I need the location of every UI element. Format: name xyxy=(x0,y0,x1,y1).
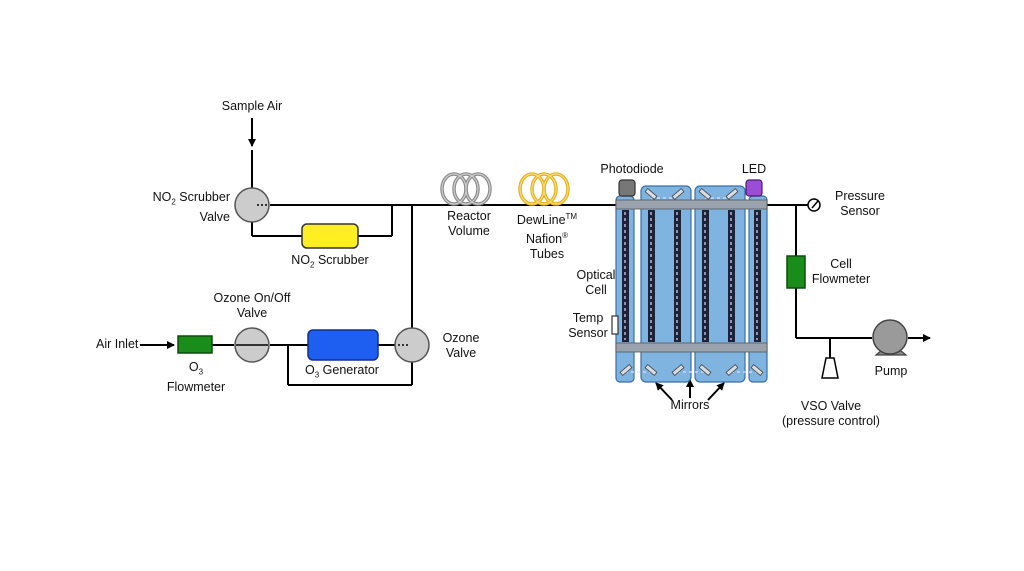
pump-label: Pump xyxy=(874,364,908,378)
pressure-sensor-label-line2: Sensor xyxy=(840,204,880,218)
pressure-sensor-label-line1: Pressure xyxy=(834,189,886,203)
vso-valve-label-line2: (pressure control) xyxy=(782,414,880,428)
dewline-label: DewLine xyxy=(516,213,566,228)
ozone-onoff-valve-label: Ozone On/Off Valve xyxy=(206,291,298,321)
no2-scrubber-valve-label-pre: NO xyxy=(152,190,172,204)
led xyxy=(745,179,763,197)
o3-flowmeter xyxy=(177,335,213,354)
ozone-valve-label-line1: Ozone xyxy=(442,331,480,345)
temp-sensor xyxy=(611,315,619,335)
sample-air-label: Sample Air xyxy=(221,99,283,113)
temp-sensor-label: Temp Sensor xyxy=(560,311,616,341)
nafion-tubes-label: DewLineTM Nafion® Tubes xyxy=(508,209,586,262)
no2-scrubber-valve-label-line2: Valve xyxy=(199,209,230,224)
no2-scrubber-label: NO2 Scrubber xyxy=(280,253,380,273)
no2-scrubber-label-post: Scrubber xyxy=(314,253,369,267)
no2-scrubber-label-pre: NO xyxy=(291,253,311,267)
o3-flowmeter-label: O3 Flowmeter xyxy=(158,360,234,395)
o3-generator xyxy=(307,329,379,361)
cell-flowmeter-label-line1: Cell xyxy=(830,257,852,271)
flow-lines xyxy=(140,118,931,401)
photodiode-label: Photodiode xyxy=(600,162,664,176)
optical-cell-label-line1: Optical xyxy=(576,268,616,282)
reactor-volume-label: Reactor Volume xyxy=(434,209,504,239)
o3-generator-label-pre: O xyxy=(305,363,315,377)
o3-flowmeter-label-pre: O xyxy=(188,360,199,374)
o3-generator-label-sub: 3 xyxy=(314,370,320,380)
no2-scrubber-label-sub: 2 xyxy=(310,260,315,270)
temp-sensor-label-line1: Temp xyxy=(572,311,604,325)
reactor-volume-coil xyxy=(440,172,492,206)
temp-sensor-label-line2: Sensor xyxy=(568,326,608,340)
vso-valve-label-line1: VSO Valve xyxy=(800,399,862,413)
mirrors-label: Mirrors xyxy=(670,398,710,412)
dewline-label-sup: TM xyxy=(565,212,578,221)
tubes-label: Tubes xyxy=(529,247,565,262)
reactor-volume-label-line2: Volume xyxy=(448,224,490,238)
cell-flowmeter xyxy=(786,255,806,289)
no2-scrubber-valve-label: NO2 Scrubber Valve xyxy=(130,190,230,225)
ozone-valve xyxy=(394,327,430,363)
nafion-label: Nafion xyxy=(525,232,563,247)
ozone-valve-label-line2: Valve xyxy=(445,346,477,360)
o3-generator-label-post: Generator xyxy=(319,363,379,377)
no2-scrubber-valve-label-sub: 2 xyxy=(171,197,176,207)
o3-flowmeter-label-line2: Flowmeter xyxy=(166,379,226,394)
vso-valve-label: VSO Valve (pressure control) xyxy=(772,399,890,429)
ozone-onoff-valve-label-line2: Valve xyxy=(236,306,268,320)
nafion-tubes-coil xyxy=(518,172,570,206)
vso-valve xyxy=(821,357,839,379)
photodiode xyxy=(618,179,636,197)
pressure-sensor-label: Pressure Sensor xyxy=(826,189,894,219)
optical-cell-label-line2: Cell xyxy=(585,283,607,297)
o3-flowmeter-label-sub: 3 xyxy=(198,367,204,377)
led-label: LED xyxy=(741,162,767,176)
optical-cell-label: Optical Cell xyxy=(568,268,624,298)
ozone-onoff-valve-label-line1: Ozone On/Off xyxy=(213,291,291,305)
optical-cell xyxy=(615,185,768,383)
reactor-volume-label-line1: Reactor xyxy=(447,209,491,223)
o3-generator-label: O3 Generator xyxy=(290,363,394,383)
no2-scrubber-valve-label-post: Scrubber xyxy=(175,190,230,204)
no2-scrubber-valve xyxy=(234,187,270,223)
pressure-sensor-gauge xyxy=(807,198,821,212)
air-inlet-label: Air Inlet xyxy=(96,337,139,351)
cell-flowmeter-label: Cell Flowmeter xyxy=(806,257,876,287)
ozone-onoff-valve xyxy=(234,327,270,363)
cell-flowmeter-label-line2: Flowmeter xyxy=(811,272,871,286)
pump xyxy=(872,319,908,356)
ozone-valve-label: Ozone Valve xyxy=(432,331,490,361)
nafion-label-sup: ® xyxy=(562,231,569,241)
no2-scrubber xyxy=(301,223,359,249)
